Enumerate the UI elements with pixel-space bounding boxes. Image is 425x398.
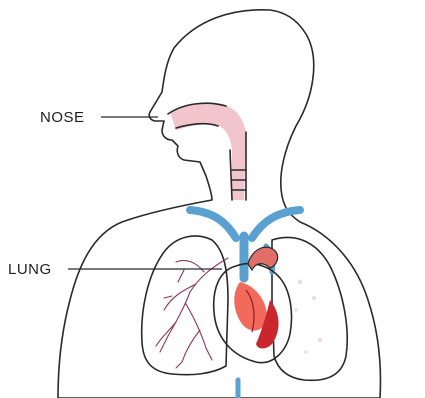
- left-lung: [142, 236, 228, 375]
- body-silhouette: [58, 10, 381, 398]
- airway: [168, 103, 246, 200]
- nose-label: NOSE: [40, 109, 85, 126]
- lung-label: LUNG: [8, 261, 52, 278]
- right-lung: [272, 238, 347, 381]
